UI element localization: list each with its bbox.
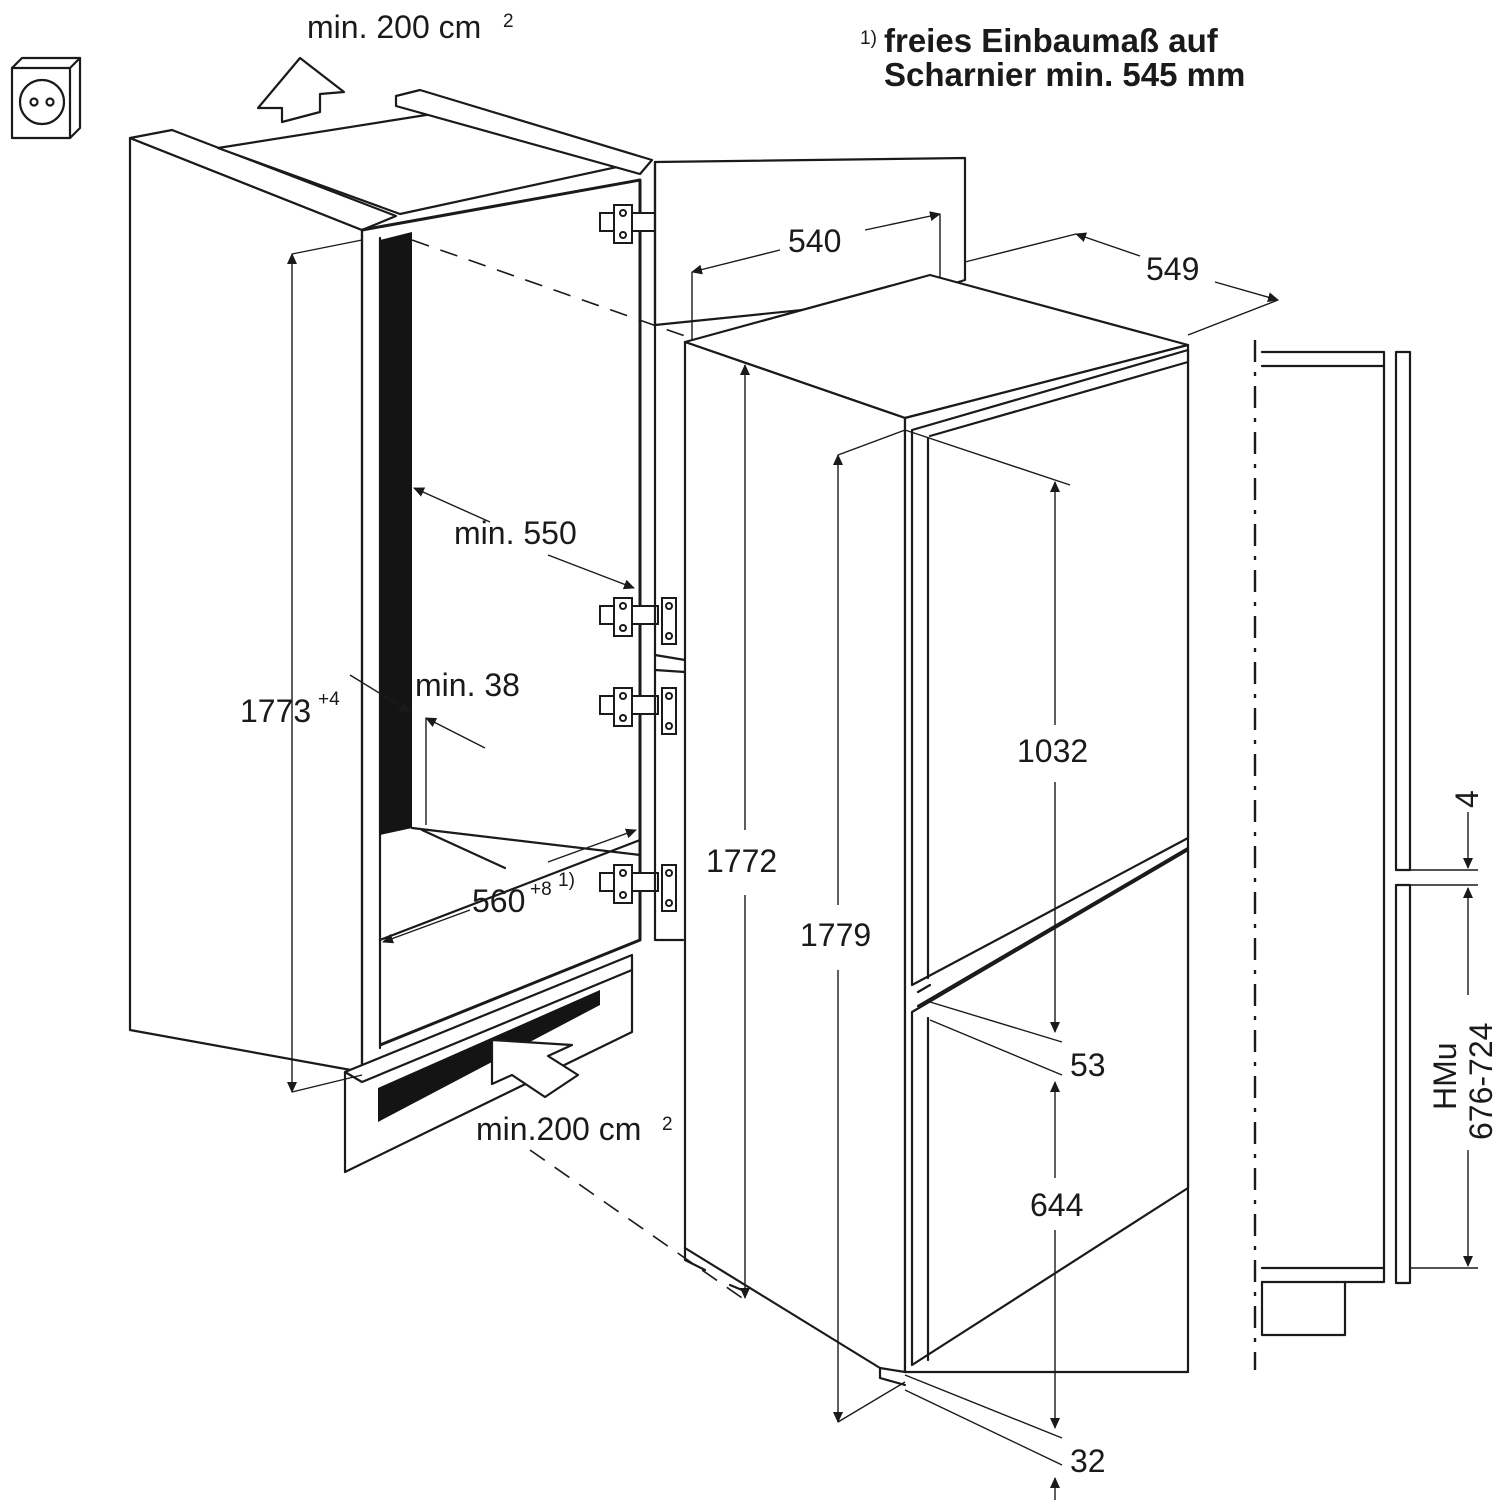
dim-lower-door-text: 644 [1030, 1187, 1083, 1223]
dim-niche-width-sup: +8 [530, 879, 552, 900]
footnote: 1) freies Einbaumaß auf Scharnier min. 5… [860, 22, 1245, 93]
dim-side-gap: 4 [1449, 790, 1485, 869]
dim-appliance-depth-text: 549 [1146, 251, 1199, 287]
airflow-arrow-icon [256, 56, 346, 124]
hinge-lower-middle [599, 687, 677, 735]
dim-niche-width-note: 1) [558, 870, 575, 891]
dim-niche-depth-text: min. 550 [454, 515, 577, 551]
dim-bottom-offset-text: 32 [1070, 1443, 1106, 1479]
footnote-line1: freies Einbaumaß auf [884, 22, 1219, 59]
dim-side-range-label: HMu [1427, 1042, 1463, 1110]
side-view [1253, 340, 1478, 1370]
dim-appliance-total-height: 1779 [800, 429, 906, 1423]
vent-top-text: min. 200 cm [307, 9, 481, 45]
dim-appliance-width: 540 [691, 211, 941, 340]
airflow-arrow-icon [490, 1038, 580, 1099]
vent-bottom-sup: 2 [662, 1114, 673, 1135]
dim-appliance-depth: 549 [964, 232, 1279, 336]
dim-door-gap: 53 [929, 1001, 1106, 1083]
vent-bottom-text: min.200 cm [476, 1111, 641, 1147]
appliance [683, 273, 1190, 1387]
dim-niche-height-text: 1773 [240, 693, 311, 729]
dim-door-gap-text: 53 [1070, 1047, 1106, 1083]
vent-top-sup: 2 [503, 11, 514, 32]
vent-bottom-label: min.200 cm 2 [476, 1111, 673, 1147]
dim-niche-gap-text: min. 38 [415, 667, 520, 703]
dim-appliance-body-height-text: 1772 [706, 843, 777, 879]
dim-niche-height: 1773 +4 [240, 239, 363, 1093]
vent-top-label: min. 200 cm 2 [307, 9, 514, 45]
dim-upper-door-text: 1032 [1017, 733, 1088, 769]
hinge-bottom [599, 864, 677, 912]
dim-lower-door: 644 [1030, 1081, 1083, 1429]
dim-upper-door: 1032 [904, 429, 1088, 1033]
dim-niche-height-sup: +4 [318, 689, 340, 710]
cabinet-niche [128, 88, 654, 1174]
dim-niche-depth: min. 550 [413, 487, 635, 590]
dim-niche-width-text: 560 [472, 883, 525, 919]
power-socket-icon [10, 56, 82, 140]
dim-side-range: HMu 676-724 [1410, 887, 1499, 1269]
dim-side-range-value: 676-724 [1463, 1023, 1499, 1140]
dim-niche-gap: min. 38 [349, 667, 520, 825]
dim-side-gap-text: 4 [1449, 790, 1485, 808]
footnote-line2: Scharnier min. 545 mm [884, 56, 1245, 93]
dim-appliance-width-text: 540 [788, 223, 841, 259]
footnote-marker: 1) [860, 28, 877, 49]
dim-bottom-offset: 32 [904, 1374, 1106, 1500]
dim-appliance-total-height-text: 1779 [800, 917, 871, 953]
dim-appliance-body-height: 1772 [706, 364, 777, 1299]
dim-niche-width: 560 +8 1) [382, 828, 637, 944]
hinge-upper-middle [599, 597, 677, 645]
